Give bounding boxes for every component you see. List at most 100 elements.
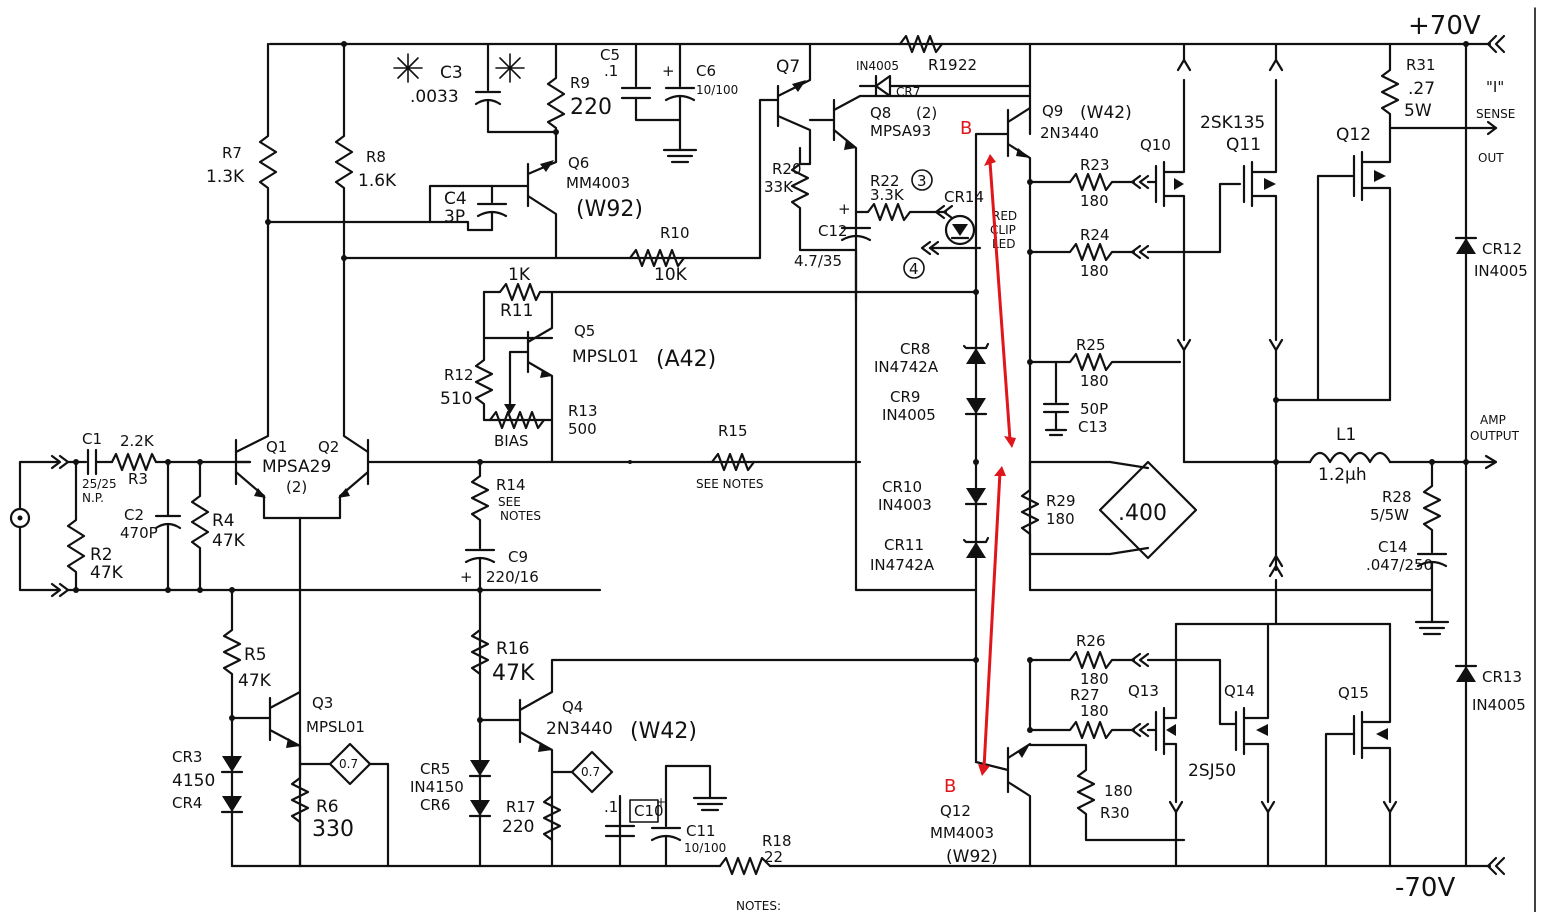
- r4-value: 47K: [212, 531, 246, 551]
- mosfet-q14: Q14 2SJ50: [1188, 622, 1276, 868]
- resistor-r13: R13 500 BIAS: [488, 398, 598, 450]
- diode-cr7: IN4005 CR7: [856, 59, 1032, 99]
- capacitor-c2: C2 470P: [120, 459, 182, 593]
- q1-part: MPSA29: [262, 457, 331, 477]
- q6-mark: (W92): [576, 197, 643, 222]
- small-diamond-2-value: 0.7: [581, 765, 600, 779]
- resistor-r23: R23 180: [1028, 156, 1150, 210]
- resistor-r10: R10 10K: [628, 224, 690, 285]
- c1-note: N.P.: [82, 491, 104, 505]
- q12-bot-mark: (W92): [946, 847, 998, 867]
- resistor-r25: R25 180: [1028, 336, 1182, 390]
- resistor-r6: R6 330: [290, 768, 354, 868]
- r14-note-2: NOTES: [500, 509, 541, 523]
- r10-label: R10: [660, 224, 690, 242]
- r11-label: R11: [500, 301, 533, 321]
- transistor-q6: Q6 MM4003 (W92): [428, 154, 643, 260]
- mosfet-q10: Q10: [1140, 42, 1192, 464]
- q9-mark: (W42): [1080, 103, 1132, 123]
- resistor-r16: R16 47K: [470, 628, 535, 723]
- input-jack: [9, 454, 70, 598]
- r26-value: 180: [1080, 670, 1109, 688]
- cr13-part: IN4005: [1472, 696, 1526, 714]
- q5-mark: (A42): [656, 347, 716, 372]
- r14-label: R14: [496, 476, 526, 494]
- r10-value: 10K: [654, 265, 688, 285]
- r4-label: R4: [212, 511, 235, 531]
- diode-cr12: CR12 IN4005: [1454, 236, 1528, 280]
- c1-label: C1: [82, 430, 102, 448]
- c14-label: C14: [1378, 538, 1408, 556]
- resistor-r19: R19 22: [898, 34, 977, 74]
- r16-label: R16: [496, 639, 529, 659]
- r19-value: 22: [958, 56, 977, 74]
- r20-value: 33K: [764, 178, 794, 196]
- led-text-1: RED: [992, 209, 1017, 223]
- r7-label: R7: [222, 144, 242, 162]
- cr10-part: IN4003: [878, 496, 932, 514]
- resistor-r14: R14 SEE NOTES: [470, 459, 541, 550]
- cr8-part: IN4742A: [874, 358, 939, 376]
- led-text-3: LED: [992, 237, 1016, 251]
- red-annotation: B B: [944, 118, 1016, 797]
- sense-label-mid: SENSE: [1476, 107, 1515, 121]
- resistor-r3: 2.2K R3: [110, 432, 252, 488]
- resistor-r7: R7 1.3K: [206, 42, 278, 225]
- r31-rating: 5W: [1404, 101, 1432, 121]
- cr10-label: CR10: [882, 478, 922, 496]
- q3-label: Q3: [312, 694, 333, 712]
- q11-part: 2SK135: [1200, 113, 1265, 133]
- r25-label: R25: [1076, 336, 1106, 354]
- l1-label: L1: [1336, 425, 1356, 445]
- inductor-l1: L1 1.2µh: [1182, 425, 1498, 485]
- mosfet-q12-top: Q12: [1316, 125, 1392, 402]
- small-diamond-1-value: 0.7: [339, 757, 358, 771]
- c6-label: C6: [696, 62, 716, 80]
- r18-value: 22: [764, 848, 783, 866]
- amp-output-label-2: OUTPUT: [1470, 429, 1520, 443]
- r5-label: R5: [244, 645, 267, 665]
- q2-label: Q2: [318, 438, 339, 456]
- amp-output-label-1: AMP: [1480, 413, 1506, 427]
- c12-value: 4.7/35: [794, 252, 842, 270]
- resistor-r26: R26 180: [1028, 632, 1238, 726]
- q10-label: Q10: [1140, 136, 1171, 154]
- r31-label: R31: [1406, 56, 1436, 74]
- transistor-q4: Q4 2N3440 (W42): [478, 658, 978, 868]
- r25-value: 180: [1080, 372, 1109, 390]
- cr11-part: IN4742A: [870, 556, 935, 574]
- c5-label: C5: [600, 46, 620, 64]
- c3-value: .0033: [410, 87, 459, 107]
- c11-value: 10/100: [684, 841, 726, 855]
- q4-part: 2N3440: [546, 719, 613, 739]
- cr5-part: IN4150: [410, 778, 464, 796]
- r17-value: 220: [502, 817, 534, 837]
- diodes-cr3-cr4: CR3 4150 CR4: [172, 748, 244, 814]
- c9-label: C9: [508, 548, 528, 566]
- transistor-q2: Q2: [298, 220, 862, 520]
- resistor-r9: R9 220: [546, 42, 612, 164]
- r28-label: R28: [1382, 488, 1412, 506]
- diamond-400-value: .400: [1118, 501, 1167, 526]
- c6-value: 10/100: [696, 83, 738, 97]
- diamond-400: .400: [1098, 460, 1198, 560]
- r13-value: 500: [568, 420, 597, 438]
- c14-value: .047/250: [1366, 556, 1433, 574]
- c2-value: 470P: [120, 524, 158, 542]
- c5-value: .1: [604, 62, 618, 80]
- r22-value: 3.3K: [870, 186, 905, 204]
- capacitor-c5: C5 .1: [600, 42, 682, 122]
- capacitor-c1: C1 25/25 N.P.: [82, 430, 117, 505]
- resistor-r2: R2 47K: [66, 459, 124, 593]
- q8-count: (2): [916, 104, 937, 122]
- cr8-label: CR8: [900, 340, 930, 358]
- q7-label: Q7: [776, 57, 800, 77]
- resistor-r11: 1K R11: [482, 265, 978, 340]
- positive-rail-label: +70V: [1408, 11, 1481, 41]
- r28-value: 5/5W: [1370, 506, 1409, 524]
- resistor-r27: R27 180: [1028, 686, 1150, 740]
- transistor-q9: Q9 (W42) 2N3440: [974, 102, 1132, 592]
- sense-label-out: OUT: [1478, 151, 1504, 165]
- c2-label: C2: [124, 506, 144, 524]
